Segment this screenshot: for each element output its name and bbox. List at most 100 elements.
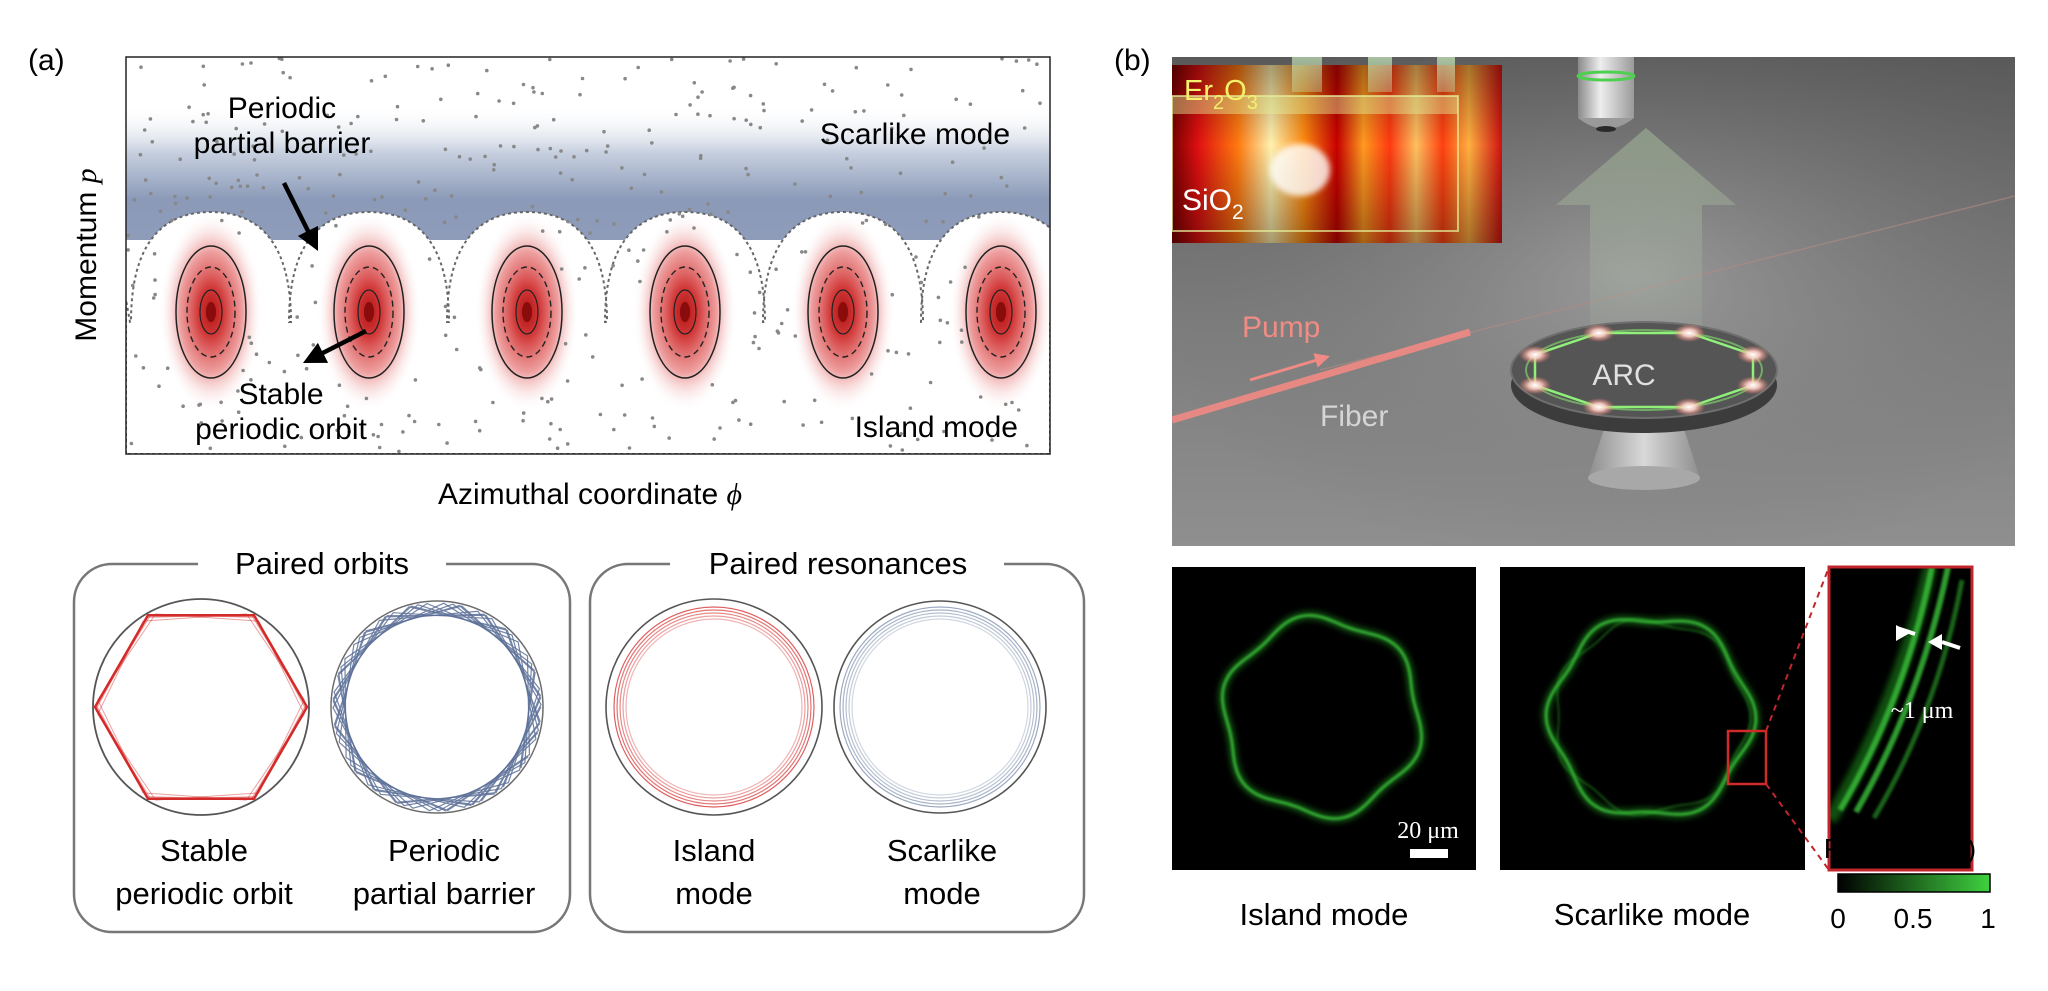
trajectory-dot: [336, 125, 341, 129]
trajectory-dot: [812, 398, 817, 403]
barrier-pointer-arrow: [281, 181, 319, 252]
trajectory-dot: [700, 90, 704, 94]
trajectory-dot: [204, 120, 208, 125]
trajectory-dot: [376, 434, 380, 439]
trajectory-dot: [201, 64, 206, 69]
trajectory-dot: [299, 435, 304, 440]
trajectory-dot: [295, 315, 300, 319]
trajectory-dot: [638, 279, 642, 284]
trajectory-dot: [310, 264, 314, 268]
trajectory-dot: [439, 97, 443, 102]
trajectory-dot: [1022, 126, 1027, 130]
trajectory-dot: [153, 292, 157, 297]
trajectory-dot: [936, 295, 941, 300]
trajectory-dot: [342, 153, 346, 157]
island-mode-fringe: [613, 606, 815, 808]
island-mode-fringe: [616, 609, 812, 805]
trajectory-dot: [142, 128, 147, 132]
island-center: [838, 302, 848, 322]
trajectory-dot: [623, 76, 627, 81]
trajectory-dot: [733, 398, 738, 403]
island-mode-caption-line2: mode: [675, 876, 753, 911]
trajectory-dot: [311, 343, 316, 347]
trajectory-dot: [945, 321, 950, 325]
trajectory-dot: [232, 152, 236, 156]
trajectory-dot: [749, 122, 753, 127]
trajectory-dot: [288, 75, 292, 80]
trajectory-dot: [547, 437, 552, 441]
trajectory-dot: [535, 124, 540, 128]
trajectory-dot: [540, 396, 544, 401]
trajectory-dot: [977, 215, 981, 219]
pump-label: Pump: [1242, 311, 1320, 344]
trajectory-dot: [477, 428, 482, 433]
trajectory-dot: [449, 194, 454, 198]
trajectory-dot: [148, 117, 153, 121]
trajectory-dot: [130, 283, 135, 288]
trajectory-dot: [437, 422, 441, 427]
trajectory-dot: [178, 157, 182, 161]
trajectory-dot: [267, 360, 272, 365]
trajectory-dot: [492, 162, 497, 167]
trajectory-dot: [869, 372, 874, 376]
trajectory-dot: [900, 448, 905, 452]
trajectory-dot: [201, 112, 205, 117]
phase-space-plot: [126, 57, 1050, 454]
trajectory-dot: [364, 396, 369, 401]
scale-bar-label: 20 μm: [1397, 818, 1459, 844]
trajectory-dot: [753, 334, 757, 339]
trajectory-dot: [430, 67, 434, 71]
trajectory-dot: [968, 102, 973, 106]
trajectory-dot: [959, 328, 964, 333]
trajectory-dot: [413, 378, 418, 382]
trajectory-dot: [281, 70, 286, 75]
trajectory-dot: [283, 444, 287, 449]
trajectory-dot: [236, 178, 241, 183]
barrier-caption-line1: Periodic: [388, 833, 500, 868]
trajectory-dot: [380, 195, 384, 199]
colorbar-tick-05: 0.5: [1894, 903, 1933, 934]
trajectory-dot: [215, 139, 219, 144]
emission-arrows: [1292, 57, 1455, 92]
scattering-spot: [1519, 376, 1551, 395]
colorbar-tick-0: 0: [1830, 903, 1846, 934]
colorbar-title: Power (a.u.): [1824, 833, 1977, 864]
field-profile-inset: Er2O3 SiO2: [1172, 65, 1502, 243]
trajectory-dot: [566, 219, 570, 224]
trajectory-dot: [473, 419, 478, 424]
trajectory-dot: [860, 221, 865, 225]
scarlike-mode-ring: [833, 600, 1047, 814]
barrier-annotation-line1: Periodic: [228, 92, 336, 125]
trajectory-dot: [249, 378, 253, 382]
trajectory-dot: [549, 421, 553, 426]
trajectory-dot: [530, 204, 535, 209]
scarlike-mode-emission: [1541, 615, 1761, 819]
trajectory-dot: [652, 424, 657, 429]
microdisk-top: [1510, 321, 1778, 419]
scale-bar: [1410, 849, 1448, 858]
trajectory-dot: [151, 296, 156, 300]
trajectory-dot: [395, 104, 400, 109]
trajectory-dot: [647, 128, 651, 132]
trajectory-dot: [492, 168, 496, 172]
trajectory-dot: [313, 300, 318, 305]
trajectory-dot: [629, 186, 634, 190]
stable-orbit-diagram: [92, 598, 310, 816]
scattering-spot: [1673, 324, 1706, 342]
trajectory-dot: [862, 109, 866, 113]
trajectory-dot: [237, 231, 241, 235]
island-chain: [159, 212, 1050, 412]
trajectory-dot: [602, 129, 606, 134]
trajectory-dot: [445, 441, 449, 445]
trajectory-dot: [349, 121, 353, 126]
trajectory-dot: [191, 119, 195, 124]
trajectory-dot: [575, 217, 580, 222]
trajectory-dot: [557, 229, 562, 234]
trajectory-dot: [475, 91, 480, 96]
trajectory-dot: [454, 347, 459, 352]
trajectory-dot: [960, 340, 964, 344]
trajectory-dot: [1020, 88, 1025, 93]
trajectory-dot: [941, 220, 945, 224]
trajectory-dot: [954, 97, 958, 102]
trajectory-dot: [746, 172, 750, 177]
